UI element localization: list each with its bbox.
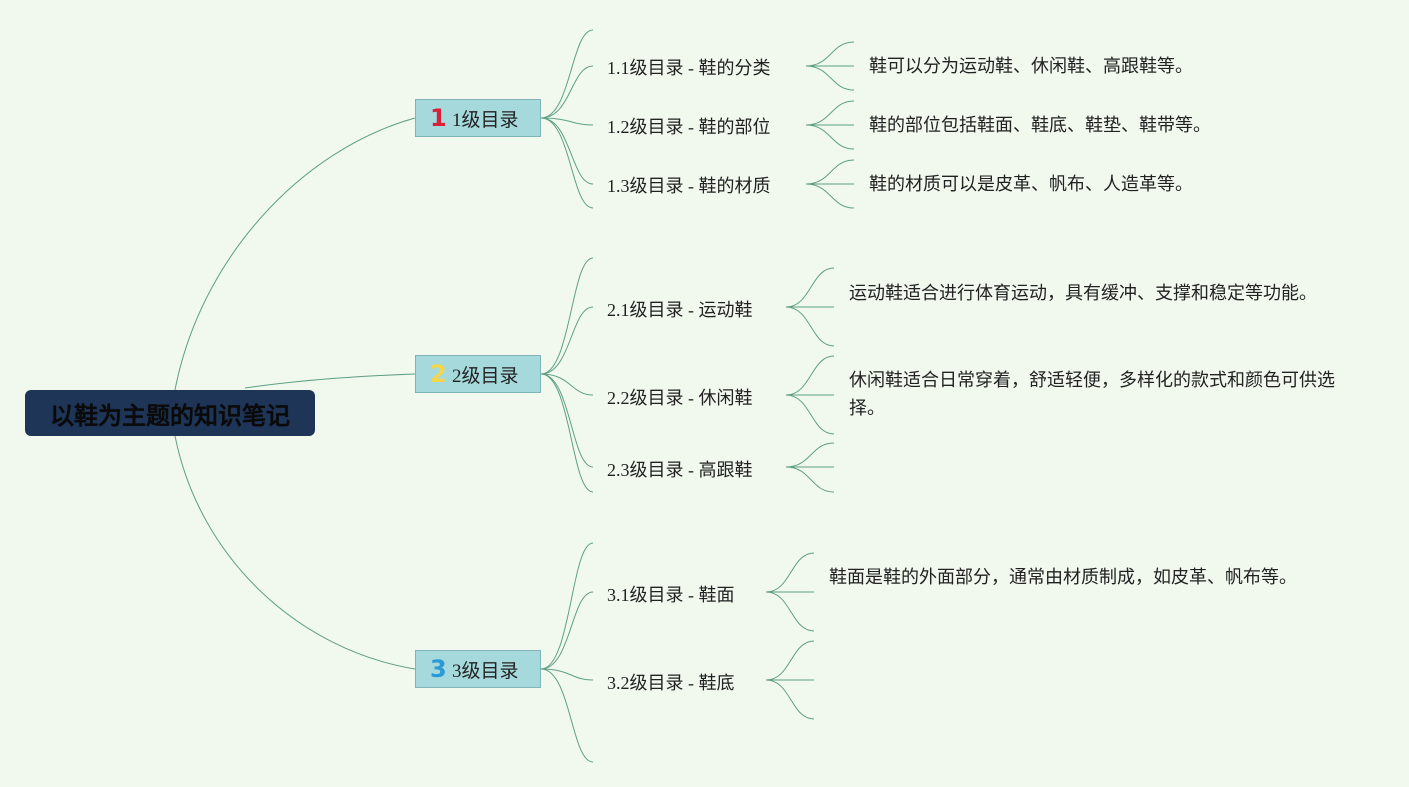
- connector-root-branch-3: [174, 435, 416, 670]
- connector-b3-0: [540, 542, 594, 670]
- connector-n13-2: [805, 183, 855, 209]
- branch-3-label: 3级目录: [452, 660, 519, 682]
- connector-b3-3: [540, 668, 594, 763]
- connector-n32-0: [765, 640, 815, 681]
- connector-n11-0: [805, 41, 855, 67]
- branch-1-label: 1级目录: [452, 109, 519, 131]
- root-topic[interactable]: 以鞋为主题的知识笔记: [25, 390, 315, 436]
- connector-n31-0: [765, 552, 815, 593]
- connector-n21-0: [785, 267, 835, 308]
- subtopic-1-2[interactable]: 1.2级目录 - 鞋的部位: [607, 117, 771, 137]
- connector-n22-2: [785, 394, 835, 435]
- note-2-1: 运动鞋适合进行体育运动，具有缓冲、支撑和稳定等功能。: [849, 283, 1317, 303]
- connector-n31-2: [765, 591, 815, 632]
- connector-b1-4: [540, 117, 594, 209]
- note-2-2: 休闲鞋适合日常穿着，舒适轻便，多样化的款式和颜色可供选择。: [849, 370, 1335, 418]
- note-3-1: 鞋面是鞋的外面部分，通常由材质制成，如皮革、帆布等。: [829, 567, 1297, 587]
- subtopic-2-1[interactable]: 2.1级目录 - 运动鞋: [607, 300, 753, 320]
- connector-b2-1: [540, 306, 594, 375]
- subtopic-2-2[interactable]: 2.2级目录 - 休闲鞋: [607, 388, 753, 408]
- note-1-2: 鞋的部位包括鞋面、鞋底、鞋垫、鞋带等。: [869, 115, 1211, 135]
- branch-3-topic[interactable]: 3 3级目录: [415, 650, 541, 688]
- branch-2-topic[interactable]: 2 2级目录: [415, 355, 541, 393]
- connector-n23-0: [785, 442, 835, 468]
- connector-b2-0: [540, 257, 594, 375]
- subtopic-2-3[interactable]: 2.3级目录 - 高跟鞋: [607, 460, 753, 480]
- connector-n11-2: [805, 65, 855, 91]
- connector-n32-2: [765, 679, 815, 720]
- number-1-icon: 1: [430, 104, 447, 132]
- subtopic-1-3[interactable]: 1.3级目录 - 鞋的材质: [607, 176, 771, 196]
- connector-b3-1: [540, 591, 594, 670]
- connector-n12-2: [805, 124, 855, 150]
- subtopic-3-2[interactable]: 3.2级目录 - 鞋底: [607, 673, 735, 693]
- connector-n23-2: [785, 466, 835, 493]
- subtopic-3-1[interactable]: 3.1级目录 - 鞋面: [607, 585, 735, 605]
- connector-n21-2: [785, 306, 835, 347]
- connector-root-branch-2: [244, 373, 416, 389]
- note-1-3: 鞋的材质可以是皮革、帆布、人造革等。: [869, 174, 1193, 194]
- connector-b1-0: [540, 29, 594, 119]
- connector-b2-2: [540, 373, 594, 396]
- root-topic-label: 以鞋为主题的知识笔记: [50, 401, 290, 430]
- connector-n12-0: [805, 100, 855, 126]
- connector-n13-0: [805, 159, 855, 185]
- number-3-icon: 3: [430, 655, 447, 683]
- connector-root-branch-1: [174, 117, 416, 391]
- connector-b1-1: [540, 65, 594, 119]
- connector-b3-2: [540, 668, 594, 681]
- connector-b1-3: [540, 117, 594, 185]
- note-1-1: 鞋可以分为运动鞋、休闲鞋、高跟鞋等。: [869, 56, 1193, 76]
- branch-1-topic[interactable]: 1 1级目录: [415, 99, 541, 137]
- connector-b1-2: [540, 117, 594, 126]
- number-2-icon: 2: [430, 360, 447, 388]
- subtopic-1-1[interactable]: 1.1级目录 - 鞋的分类: [607, 58, 771, 78]
- connector-n22-0: [785, 355, 835, 396]
- connector-b2-4: [540, 373, 594, 493]
- branch-2-label: 2级目录: [452, 365, 519, 387]
